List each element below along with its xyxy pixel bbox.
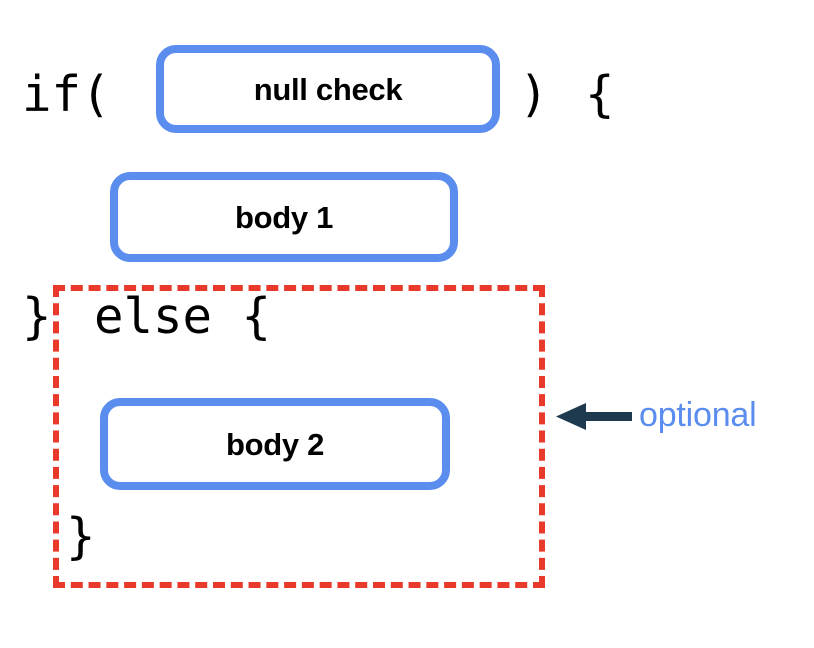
arrow-left-icon-svg xyxy=(556,403,632,430)
body-1-box[interactable]: body 1 xyxy=(110,172,458,262)
body-1-box-label: body 1 xyxy=(234,199,334,235)
code-token-brace-close-if: } xyxy=(22,288,52,345)
body-2-box[interactable]: body 2 xyxy=(100,398,450,490)
optional-annotation-label: optional xyxy=(639,396,757,434)
body-2-box-label: body 2 xyxy=(225,426,325,462)
code-token-brace-open: { xyxy=(585,66,615,123)
code-token-else: else { xyxy=(94,288,272,345)
condition-box[interactable]: null check xyxy=(156,45,500,133)
code-token-brace-close-else: } xyxy=(66,508,96,565)
arrow-left-icon xyxy=(556,400,632,434)
condition-box-label: null check xyxy=(253,71,403,107)
optional-region-outline xyxy=(53,285,545,588)
code-token-if-open: if( xyxy=(22,66,111,123)
code-token-paren-close: ) xyxy=(519,66,549,123)
